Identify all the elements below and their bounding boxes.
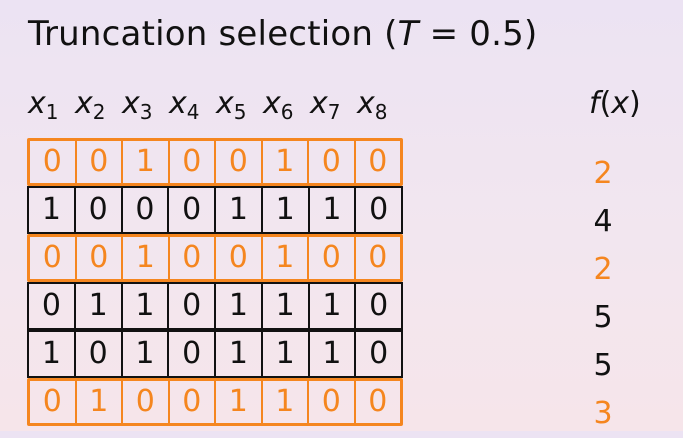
bit-cell: 1 xyxy=(260,332,308,376)
variable-index: 8 xyxy=(374,100,388,124)
bit-cell: 0 xyxy=(354,284,401,328)
bit-cell: 1 xyxy=(120,284,168,328)
bit-cell: 0 xyxy=(307,381,354,423)
bit-cell: 0 xyxy=(42,144,62,179)
fitness-column: 2 4 2 5 5 3 xyxy=(588,150,618,438)
fitness-fn: f xyxy=(589,86,600,121)
bit-cell: 0 xyxy=(167,237,215,279)
title-suffix: = 0.5) xyxy=(418,14,538,54)
bit-cell: 0 xyxy=(73,332,121,376)
variable-index: 1 xyxy=(45,100,59,124)
bit-cell: 0 xyxy=(307,237,354,279)
variable-name: x xyxy=(122,86,140,121)
bit-cell: 0 xyxy=(74,237,122,279)
bit-cell: 0 xyxy=(214,237,261,279)
selected-fitness-value: 2 xyxy=(593,156,613,191)
bit-cell: 0 xyxy=(167,188,214,232)
variable-label: x6 xyxy=(263,86,310,122)
bit-cell: 0 xyxy=(353,237,401,279)
bit-cell: 1 xyxy=(121,237,168,279)
bit-cell: 0 xyxy=(353,381,401,423)
bit-cell: 1 xyxy=(260,188,308,232)
bit-cell: 0 xyxy=(214,141,261,183)
bit-cell: 1 xyxy=(121,141,168,183)
fitness-value: 5 xyxy=(593,348,613,383)
bit-cell: 0 xyxy=(42,384,62,419)
variable-label: x7 xyxy=(310,86,357,122)
bit-cell: 1 xyxy=(307,188,355,232)
bit-cell: 1 xyxy=(214,284,261,328)
variable-label: x4 xyxy=(169,86,216,122)
bit-cell: 0 xyxy=(74,141,122,183)
fitness-open-paren: ( xyxy=(599,86,612,121)
variable-name: x xyxy=(357,86,375,121)
bit-cell: 1 xyxy=(214,332,261,376)
variable-name: x xyxy=(75,86,93,121)
fitness-value: 4 xyxy=(593,204,613,239)
bit-cell: 1 xyxy=(214,381,261,423)
variable-name: x xyxy=(263,86,281,121)
variable-index: 2 xyxy=(92,100,106,124)
bit-cell: 0 xyxy=(41,288,61,323)
bit-cell: 0 xyxy=(354,332,401,376)
variable-index: 3 xyxy=(139,100,153,124)
bit-cell: 1 xyxy=(260,141,308,183)
variable-name: x xyxy=(310,86,328,121)
bit-cell: 1 xyxy=(260,284,308,328)
bit-cell: 1 xyxy=(73,284,121,328)
bit-cell: 1 xyxy=(41,336,61,371)
variable-label: x3 xyxy=(122,86,169,122)
bit-cell: 0 xyxy=(354,188,401,232)
variable-name: x xyxy=(28,86,46,121)
variable-label: x8 xyxy=(357,86,404,122)
bit-cell: 0 xyxy=(120,188,168,232)
bit-cell: 0 xyxy=(353,141,401,183)
variable-index: 4 xyxy=(186,100,200,124)
variable-label: x1 xyxy=(28,86,75,122)
selected-fitness-value: 2 xyxy=(593,252,613,287)
title-prefix: Truncation selection ( xyxy=(28,14,398,54)
variable-label: x5 xyxy=(216,86,263,122)
slide-title: Truncation selection (T = 0.5) xyxy=(28,12,537,56)
variable-index: 6 xyxy=(280,100,294,124)
fitness-close-paren: ) xyxy=(629,86,641,121)
bit-cell: 0 xyxy=(73,188,121,232)
fitness-value: 5 xyxy=(593,300,613,335)
bit-cell: 0 xyxy=(167,141,215,183)
fitness-arg: x xyxy=(611,86,630,121)
variable-label: x2 xyxy=(75,86,122,122)
variable-index: 7 xyxy=(327,100,341,124)
bit-cell: 1 xyxy=(307,332,355,376)
bit-cell: 0 xyxy=(167,284,214,328)
variable-index: 5 xyxy=(233,100,247,124)
variable-name: x xyxy=(169,86,187,121)
bit-cell: 1 xyxy=(120,332,168,376)
bit-cell: 0 xyxy=(167,332,214,376)
bit-cell: 0 xyxy=(42,240,62,275)
bit-cell: 1 xyxy=(41,192,61,227)
variable-name: x xyxy=(216,86,234,121)
bit-cell: 1 xyxy=(307,284,355,328)
bit-cell: 0 xyxy=(167,381,215,423)
bit-cell: 1 xyxy=(74,381,122,423)
bit-cell: 0 xyxy=(307,141,354,183)
bit-cell: 1 xyxy=(260,237,308,279)
title-variable: T xyxy=(397,14,419,54)
bit-cell: 0 xyxy=(121,381,168,423)
bit-cell: 1 xyxy=(260,381,308,423)
bit-cell: 1 xyxy=(214,188,261,232)
fitness-header: f(x) xyxy=(589,86,641,122)
selected-fitness-value: 3 xyxy=(593,396,613,431)
